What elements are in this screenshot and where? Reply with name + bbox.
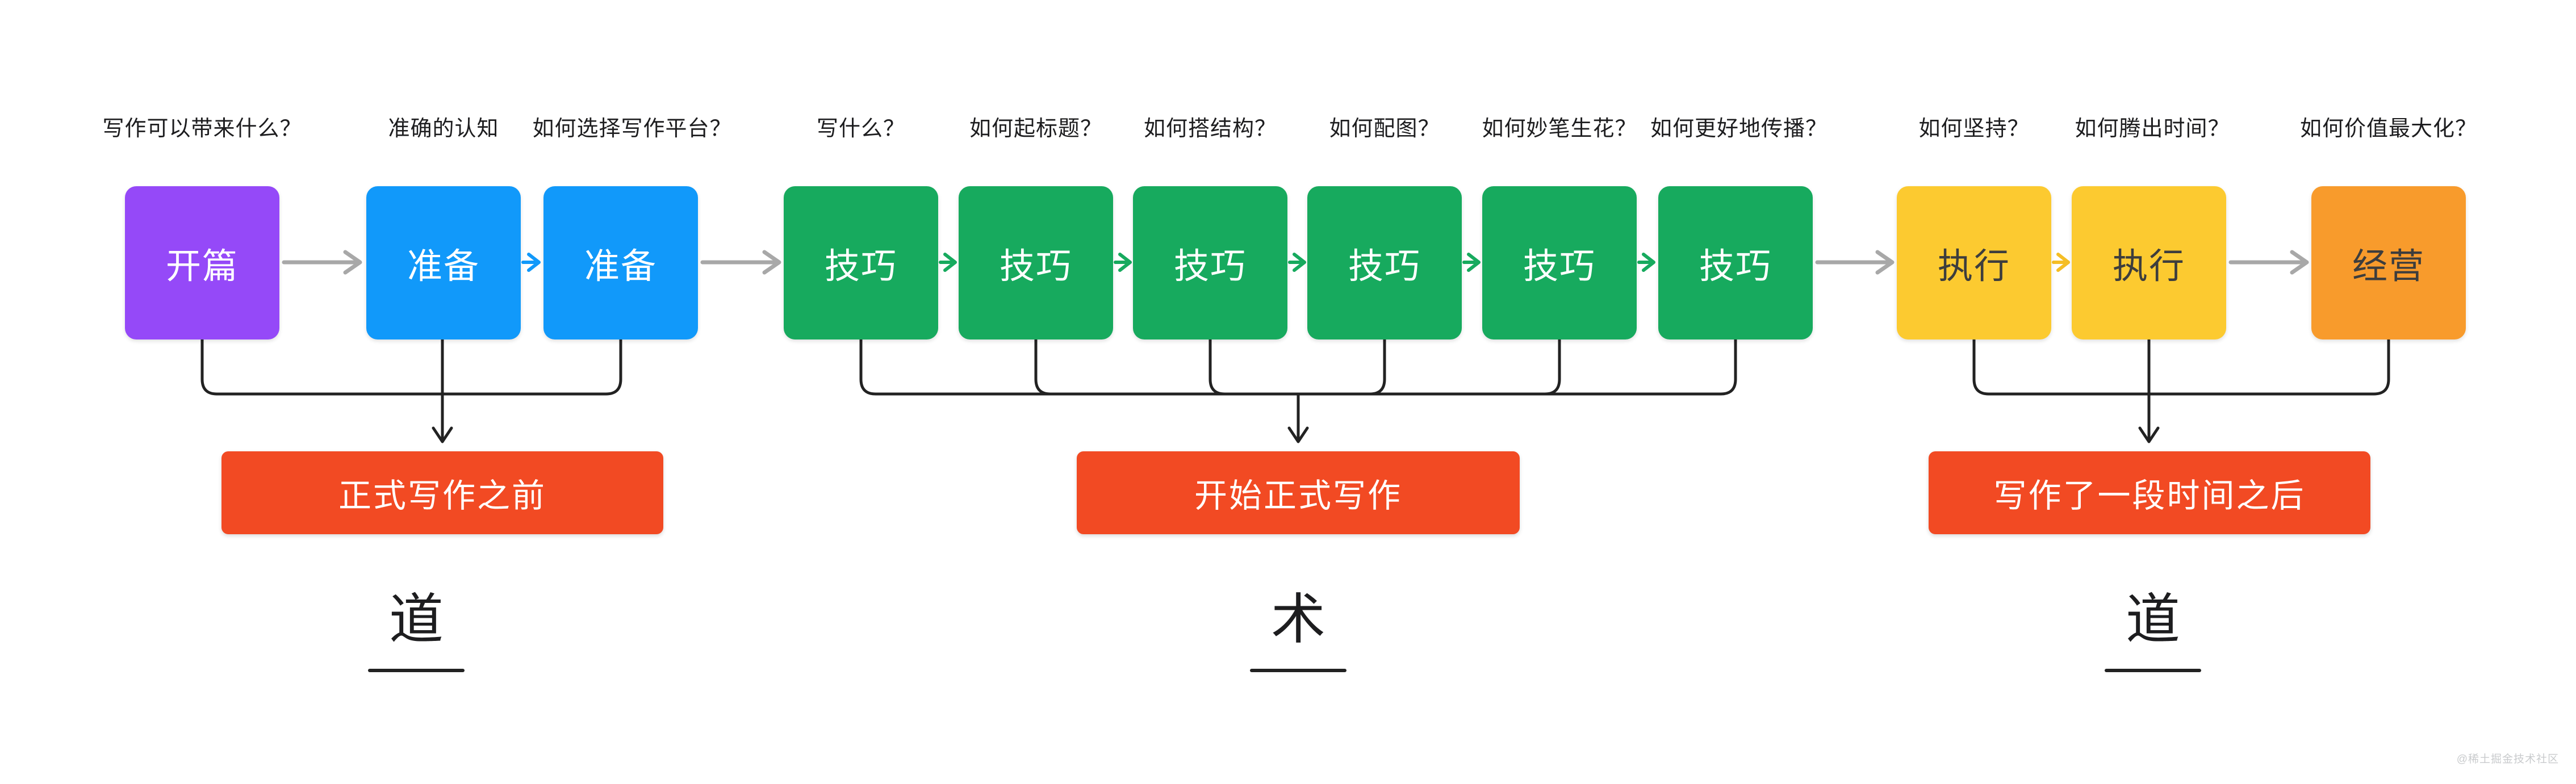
arrow-down-icon (2138, 426, 2160, 443)
stage-box-jiqiao: 技巧 (1307, 186, 1462, 339)
arrow-right-icon (1642, 253, 1655, 272)
watermark: @稀土掘金技术社区 (2456, 753, 2559, 765)
section-mark-dao: 道 (389, 589, 444, 650)
summary-bar-during: 开始正式写作 (1077, 451, 1520, 534)
arrow-right-icon (1118, 253, 1132, 272)
summary-bar-before: 正式写作之前 (221, 451, 663, 534)
question-label: 如何腾出时间？ (2075, 117, 2230, 141)
arrow-down-icon (432, 426, 453, 443)
section-mark-underline (2105, 669, 2201, 672)
merge-bracket-during (859, 338, 1737, 443)
blue-flow-arrow (521, 253, 541, 272)
section-mark-underline (368, 669, 465, 672)
question-label: 如何搭结构？ (1143, 117, 1277, 141)
yellow-flow-arrow (2052, 253, 2070, 272)
question-label: 如何妙笔生花？ (1482, 117, 1637, 141)
stage-box-jiqiao: 技巧 (959, 186, 1113, 339)
question-label: 如何坚持？ (1918, 117, 2030, 141)
arrow-right-icon (2290, 250, 2309, 275)
question-label: 如何价值最大化？ (2299, 117, 2478, 141)
question-label: 如何选择写作平台？ (532, 117, 732, 141)
merge-bracket-after (1972, 338, 2390, 443)
arrow-right-icon (343, 250, 362, 275)
question-label: 写作可以带来什么？ (102, 117, 302, 141)
section-mark-dao: 道 (2126, 589, 2180, 650)
arrow-right-icon (1467, 253, 1481, 272)
stage-box-zhixing: 执行 (1897, 186, 2051, 339)
arrow-down-icon (1287, 426, 1309, 443)
merge-bracket-before (200, 338, 622, 443)
arrow-right-icon (1293, 253, 1306, 272)
question-label: 写什么？ (816, 117, 906, 141)
stage-box-jiqiao: 技巧 (1658, 186, 1813, 339)
section-mark-underline (1250, 669, 1346, 672)
arrow-right-icon (943, 253, 957, 272)
arrow-right-icon (2056, 253, 2070, 272)
section-mark-shu: 术 (1271, 589, 1325, 650)
summary-bar-after: 写作了一段时间之后 (1929, 451, 2370, 534)
stage-box-zhixing: 执行 (2072, 186, 2226, 339)
stage-box-jiqiao: 技巧 (784, 186, 938, 339)
arrow-right-icon (527, 253, 541, 272)
question-label: 如何配图？ (1329, 117, 1440, 141)
gray-flow-arrows (282, 250, 2309, 275)
question-label: 准确的认知 (388, 117, 499, 141)
stage-box-zhunbei: 准备 (543, 186, 698, 339)
green-flow-arrows (939, 253, 1655, 272)
stage-box-jiqiao: 技巧 (1133, 186, 1287, 339)
arrow-right-icon (762, 250, 781, 275)
question-label: 如何更好地传播？ (1650, 117, 1828, 141)
stage-box-kaipian: 开篇 (125, 186, 279, 339)
stage-box-zhunbei: 准备 (366, 186, 521, 339)
arrow-right-icon (1875, 250, 1895, 275)
question-label: 如何起标题？ (969, 117, 1103, 141)
stage-box-jiqiao: 技巧 (1482, 186, 1637, 339)
stage-box-jingying: 经营 (2311, 186, 2466, 339)
